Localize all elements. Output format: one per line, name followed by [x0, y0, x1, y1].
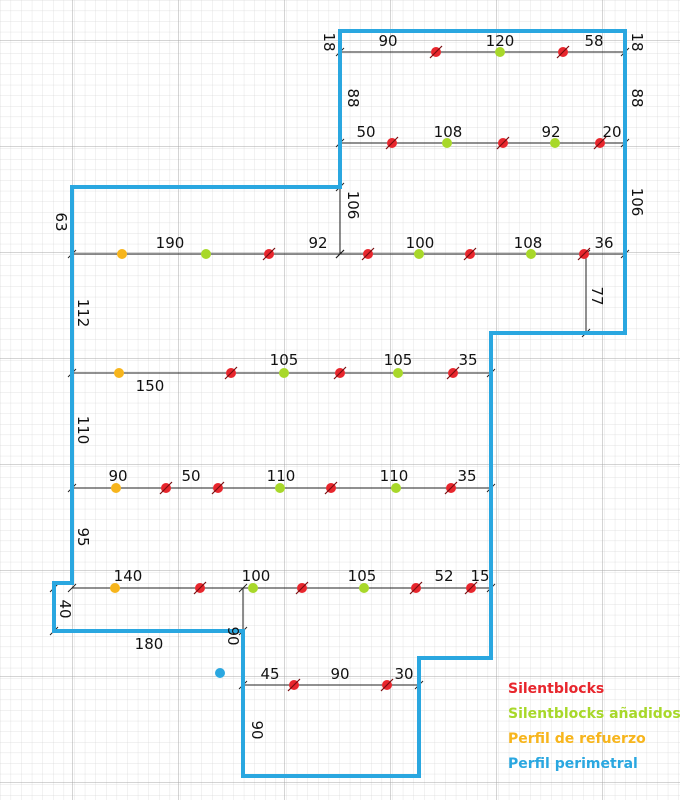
row5-silentblock-1-slash	[211, 481, 225, 495]
dim-v-63: 63	[52, 212, 70, 231]
dim-b-45: 45	[260, 665, 279, 683]
row5-added-1	[391, 483, 401, 493]
row6-added-0	[248, 583, 258, 593]
row1-added-0	[495, 47, 505, 57]
dim-r4-35: 35	[458, 351, 477, 369]
row5-silentblock-3-slash	[444, 481, 458, 495]
dim-r6-105: 105	[348, 567, 377, 585]
row4-added-0	[279, 368, 289, 378]
row4-silentblock-2-slash	[446, 366, 460, 380]
perimeter-profile	[52, 29, 627, 778]
dim-r1-120: 120	[486, 32, 515, 50]
dim-v-110: 110	[74, 416, 92, 445]
row4-added-1	[393, 368, 403, 378]
row2-added-1	[550, 138, 560, 148]
dim-b-90-vertical: 90	[248, 720, 266, 739]
dim-r2-50: 50	[356, 123, 375, 141]
legend-reinforcement-profile: Perfil de refuerzo	[508, 731, 646, 747]
row4-silentblock-0-slash	[224, 366, 238, 380]
dim-v-106-left: 106	[344, 191, 362, 220]
dim-b-40: 40	[56, 599, 74, 618]
row6-silentblock-3-slash	[464, 581, 478, 595]
row2-silentblock-1-slash	[496, 136, 510, 150]
dim-r3-108: 108	[514, 234, 543, 252]
row4-silentblock-1-slash	[333, 366, 347, 380]
dim-r1-90: 90	[378, 32, 397, 50]
dim-b-30: 30	[394, 665, 413, 683]
row2-added-0	[442, 138, 452, 148]
dim-r3-190: 190	[156, 234, 185, 252]
row3-silentblock-3-slash	[577, 247, 591, 261]
row1-silentblock-1-slash	[556, 45, 570, 59]
dim-r6-140: 140	[114, 567, 143, 585]
dim-v-88-left: 88	[344, 88, 362, 107]
dim-v-88-right: 88	[628, 88, 646, 107]
row5-added-0	[275, 483, 285, 493]
bottom-row-silentblock-1-slash	[380, 678, 394, 692]
silentblock-markers	[110, 45, 607, 692]
row6-silentblock-1-slash	[295, 581, 309, 595]
row3-added-1	[414, 249, 424, 259]
dim-r4-105b: 105	[384, 351, 413, 369]
dim-r4-105a: 105	[270, 351, 299, 369]
dim-b-180: 180	[135, 635, 164, 653]
row2-silentblock-0-slash	[385, 136, 399, 150]
row3-silentblock-0-slash	[262, 247, 276, 261]
dim-line-v90-short-tick-0	[238, 583, 248, 593]
dim-r5-35: 35	[457, 467, 476, 485]
legend: Silentblocks Silentblocks añadidos Perfi…	[508, 681, 680, 772]
row6-reinforcement-0	[110, 583, 120, 593]
dim-v-95: 95	[74, 527, 92, 546]
row6-silentblock-0-slash	[193, 581, 207, 595]
row3-added-0	[201, 249, 211, 259]
dim-v-77: 77	[588, 286, 606, 305]
dim-r6-52: 52	[434, 567, 453, 585]
dim-b-90: 90	[330, 665, 349, 683]
dim-r3-36: 36	[594, 234, 613, 252]
row5-silentblock-2-slash	[324, 481, 338, 495]
dim-r5-90: 90	[108, 467, 127, 485]
dim-r5-110a: 110	[267, 467, 296, 485]
dim-r3-100: 100	[406, 234, 435, 252]
dim-r4-150: 150	[136, 377, 165, 395]
perimeter-outline	[52, 29, 627, 778]
legend-silentblocks: Silentblocks	[508, 681, 604, 697]
row3-added-2	[526, 249, 536, 259]
dim-line-v106-tick-1	[335, 249, 345, 259]
dim-r1-18-left: 18	[320, 32, 338, 51]
row4-reinforcement-0	[114, 368, 124, 378]
row6-silentblock-2-slash	[409, 581, 423, 595]
dim-r2-92: 92	[541, 123, 560, 141]
dim-r6-15: 15	[470, 567, 489, 585]
dim-r1-18-right: 18	[628, 32, 646, 51]
row3-silentblock-1-slash	[361, 247, 375, 261]
legend-silentblocks-added: Silentblocks añadidos	[508, 706, 680, 722]
dim-b-90-short: 90	[224, 626, 242, 645]
dim-r3-92: 92	[308, 234, 327, 252]
dim-r5-110b: 110	[380, 467, 409, 485]
stray-blue-dot	[215, 668, 225, 678]
dim-r1-58: 58	[584, 32, 603, 50]
legend-perimeter-profile: Perfil perimetral	[508, 756, 638, 772]
row2-silentblock-2-slash	[593, 136, 607, 150]
row5-reinforcement-0	[111, 483, 121, 493]
dim-v-106-right: 106	[628, 188, 646, 217]
row3-silentblock-2-slash	[463, 247, 477, 261]
row6-added-1	[359, 583, 369, 593]
row3-reinforcement-0	[117, 249, 127, 259]
row1-silentblock-0-slash	[429, 45, 443, 59]
bottom-row-silentblock-0-slash	[287, 678, 301, 692]
dim-r2-20: 20	[602, 123, 621, 141]
dim-r2-108: 108	[434, 123, 463, 141]
dim-r6-100: 100	[242, 567, 271, 585]
dim-line-row6-tick-0	[67, 583, 77, 593]
row5-silentblock-0-slash	[159, 481, 173, 495]
dim-v-112: 112	[74, 299, 92, 328]
dim-r5-50: 50	[181, 467, 200, 485]
